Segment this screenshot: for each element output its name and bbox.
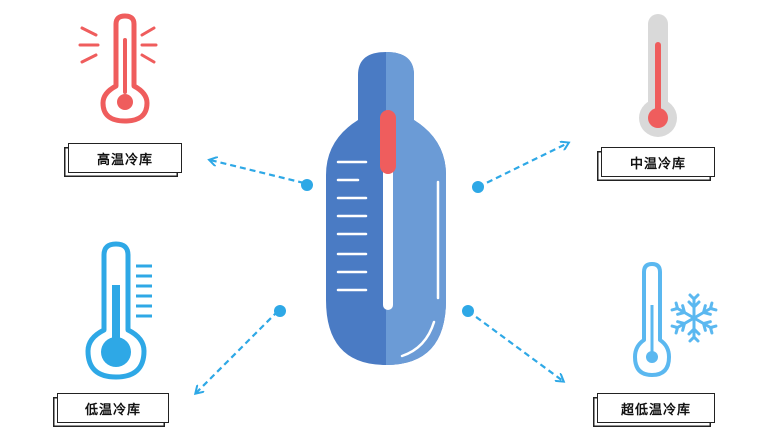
label-medium-temp-text: 中温冷库: [629, 156, 686, 172]
connector-dot-medium: [472, 181, 484, 193]
connector-dot-low: [274, 305, 286, 317]
connector-low: [196, 310, 279, 393]
label-low-temp: 低温冷库: [57, 393, 169, 423]
label-high-temp: 高温冷库: [68, 143, 182, 173]
cold-thermometer-icon: [85, 241, 152, 380]
connectors: [196, 143, 568, 393]
connector-ultra-low: [467, 310, 563, 381]
central-ticks: [336, 160, 368, 292]
connector-high: [210, 160, 305, 185]
medium-thermometer-icon: [639, 14, 677, 137]
snowflake-icon: [670, 293, 718, 343]
label-high-temp-text: 高温冷库: [96, 152, 153, 168]
label-ultra-low-temp: 超低温冷库: [597, 393, 715, 423]
central-thermometer-icon: [326, 52, 446, 365]
label-medium-temp: 中温冷库: [601, 147, 715, 177]
ultra-cold-thermometer-icon: [633, 262, 671, 377]
connector-dot-ultra-low: [462, 305, 474, 317]
hot-thermometer-icon: [78, 13, 158, 124]
label-low-temp-text: 低温冷库: [84, 402, 141, 418]
connector-dot-high: [301, 179, 313, 191]
central-mercury: [380, 110, 396, 174]
label-ultra-low-temp-text: 超低温冷库: [620, 402, 691, 418]
connector-medium: [477, 143, 568, 188]
